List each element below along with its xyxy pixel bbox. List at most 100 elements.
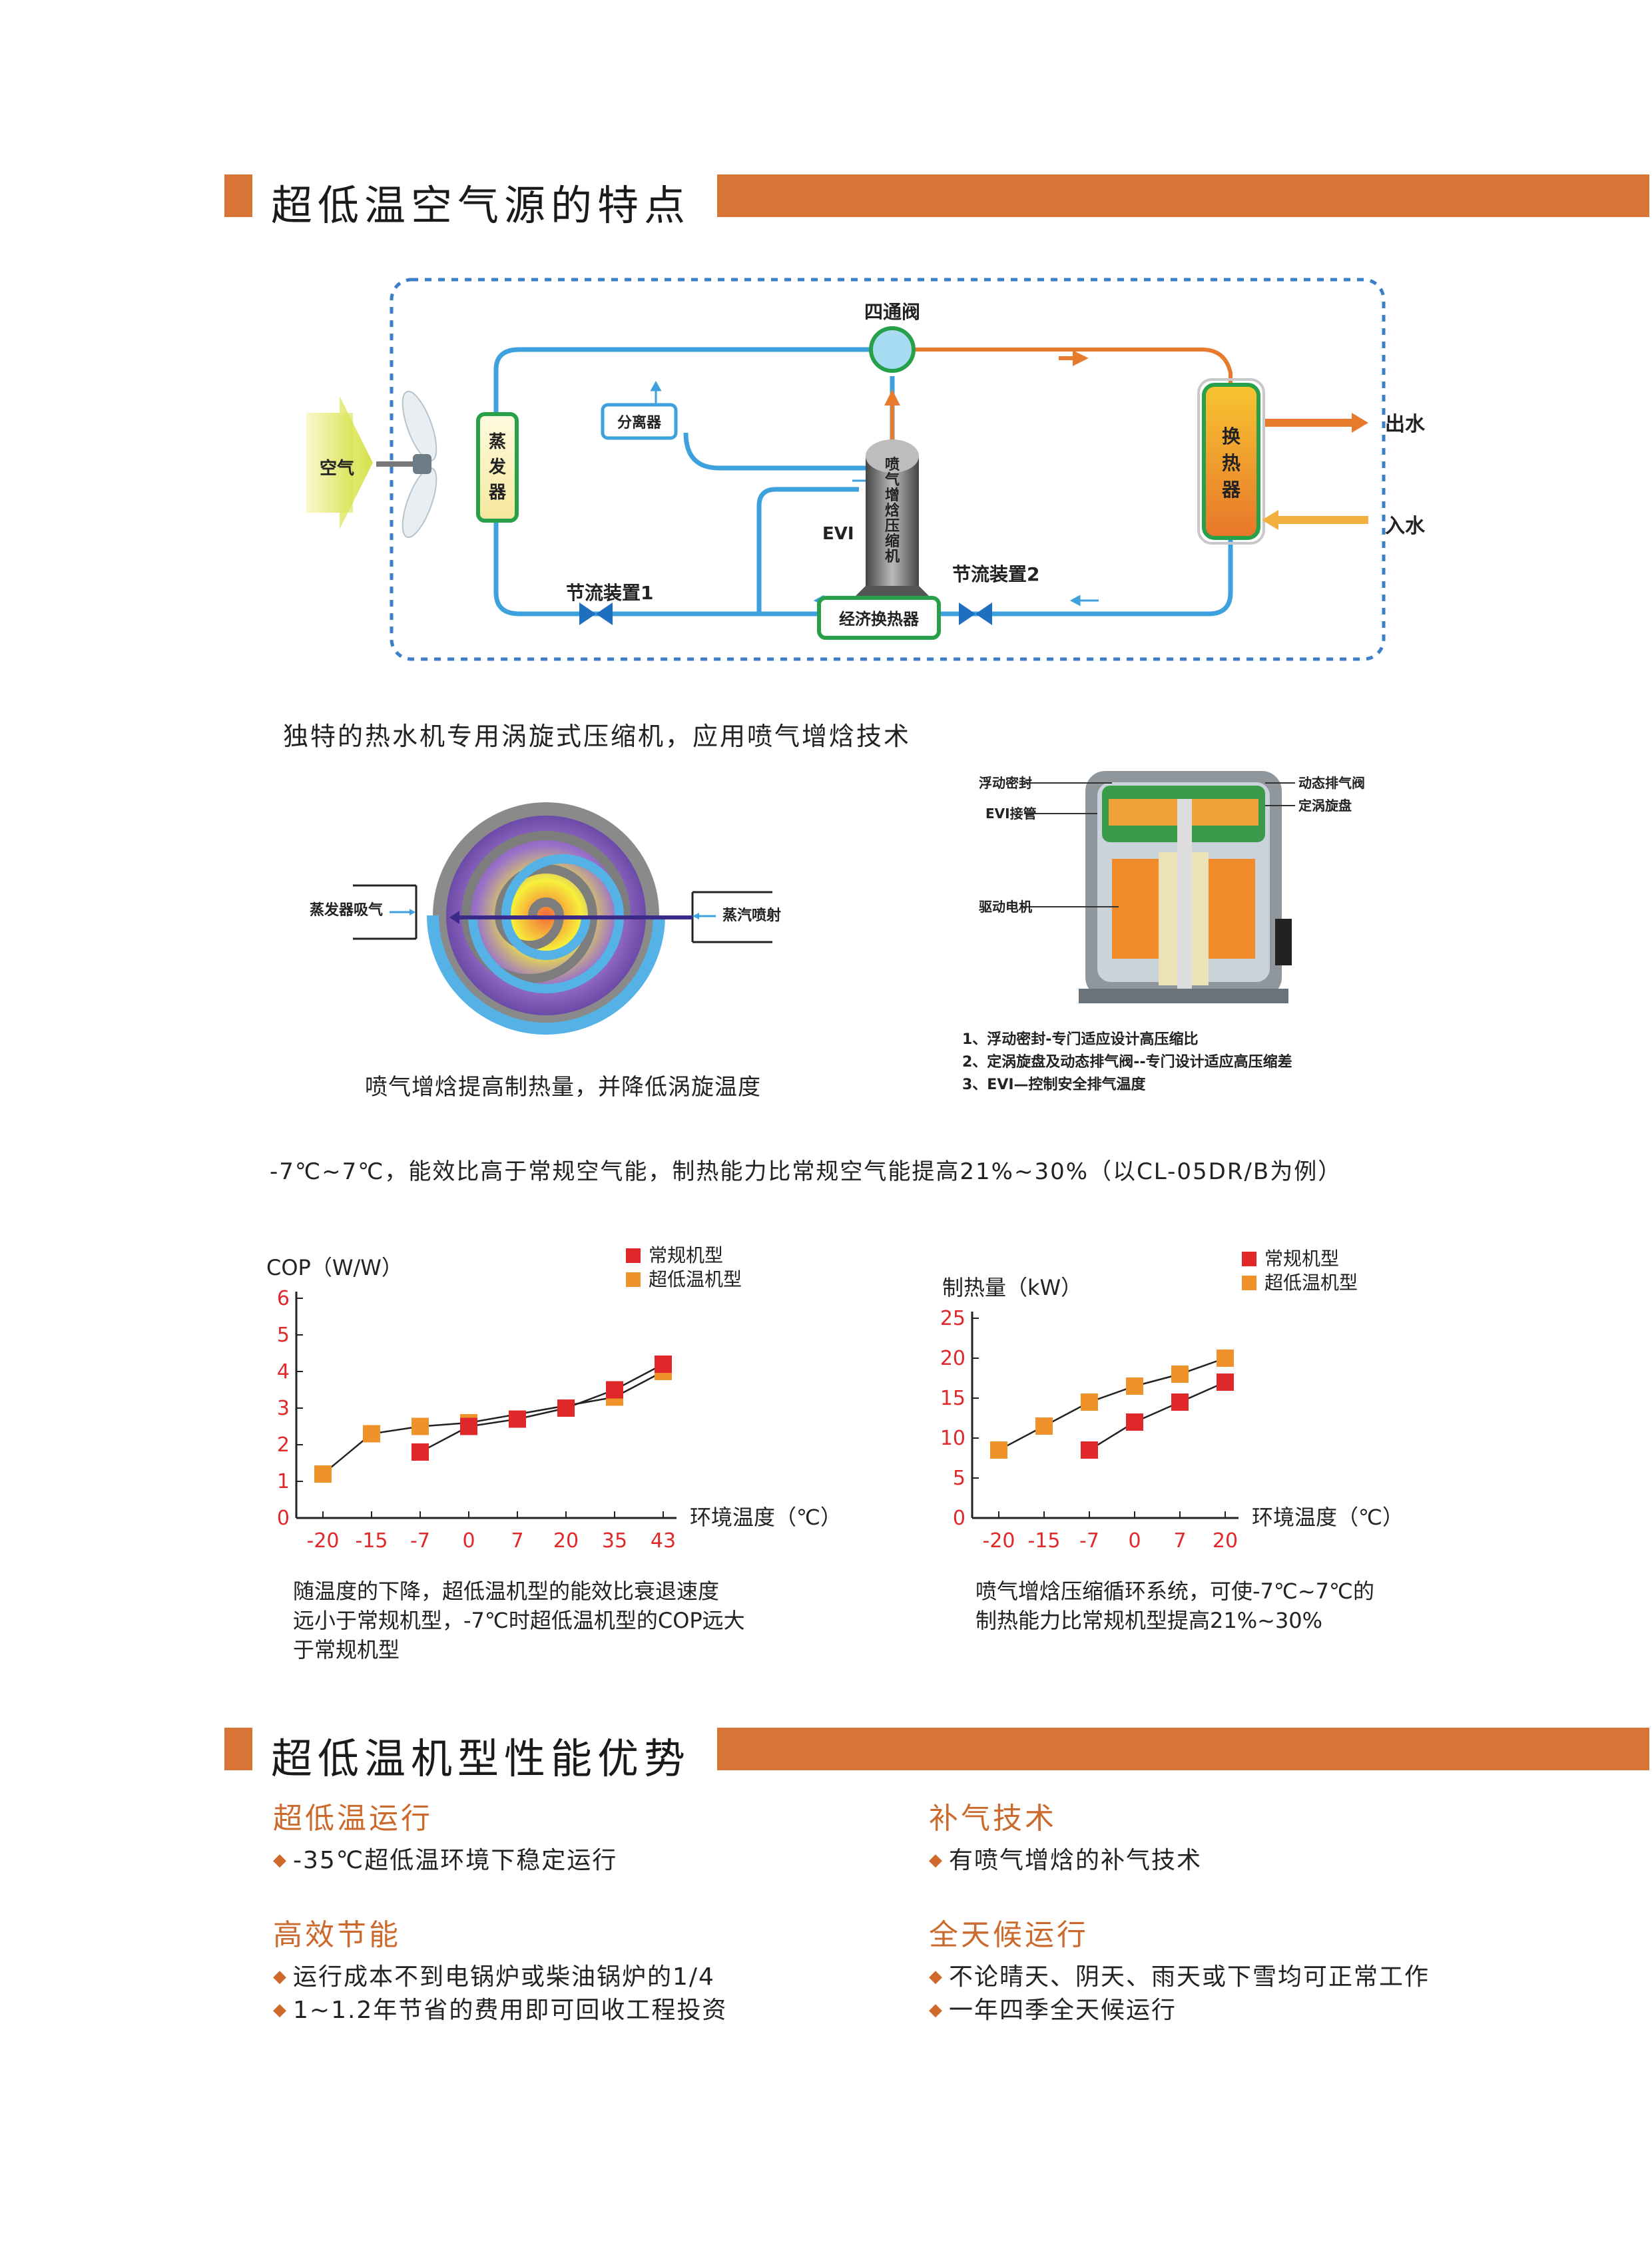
data-point	[1171, 1366, 1189, 1383]
evaporator-char-2: 发	[488, 457, 506, 477]
feature-title: 全天候运行	[929, 1918, 1089, 1952]
feature-item: ◆-35℃超低温环境下稳定运行	[273, 1841, 617, 1875]
evi-label: EVI	[822, 524, 854, 544]
feature-title: 补气技术	[929, 1802, 1057, 1836]
y-tick-label: 6	[277, 1287, 290, 1310]
compressor-heading: 独特的热水机专用涡旋式压缩机，应用喷气增焓技术	[283, 722, 912, 751]
heat-exchanger-char-3: 器	[1221, 479, 1241, 501]
x-tick-label: -15	[356, 1529, 388, 1553]
y-tick-label: 15	[940, 1387, 965, 1410]
water-out-arrow-icon	[1265, 413, 1368, 433]
section-header-2: 超低温机型性能优势	[224, 1728, 1649, 1783]
x-tick-label: 0	[462, 1529, 475, 1553]
feature-item: ◆运行成本不到电锅炉或柴油锅炉的1/4	[273, 1957, 715, 1992]
description-line: 制热能力比常规机型提高21%~30%	[975, 1608, 1323, 1633]
evaporator	[476, 412, 519, 523]
evi-pipe-label: EVI接管	[985, 806, 1037, 822]
data-point	[412, 1417, 429, 1435]
feature-item: ◆一年四季全天候运行	[929, 1991, 1177, 2025]
x-axis-label: 环境温度（℃）	[690, 1505, 842, 1530]
fixed-scroll-label: 定涡旋盘	[1298, 798, 1352, 814]
diamond-bullet-icon: ◆	[273, 1967, 288, 1987]
compressor-cutaway: 浮动密封 EVI接管 驱动电机 动态排气阀 定涡旋盘	[979, 771, 1365, 1003]
compressor-notes: 1、浮动密封-专门适应设计高压缩比 2、定涡旋盘及动态排气阀--专门设计适应高压…	[962, 1029, 1292, 1097]
section-header-1: 超低温空气源的特点	[224, 174, 1649, 230]
data-point	[1126, 1377, 1143, 1395]
y-tick-label: 5	[277, 1324, 290, 1347]
economizer	[817, 596, 941, 640]
feature-item-text: -35℃超低温环境下稳定运行	[293, 1847, 618, 1874]
section-bar	[717, 174, 1649, 217]
charts-heading: -7℃~7℃，能效比高于常规空气能，制热能力比常规空气能提高21%~30%（以C…	[270, 1158, 1342, 1185]
feature-item-text: 1~1.2年节省的费用即可回收工程投资	[293, 1997, 728, 2024]
x-tick-label: -15	[1028, 1529, 1061, 1553]
feature-item-text: 有喷气增焓的补气技术	[949, 1847, 1203, 1874]
legend-label: 超低温机型	[1264, 1272, 1358, 1294]
feature-item-text: 一年四季全天候运行	[949, 1997, 1177, 2024]
legend-swatch	[626, 1272, 641, 1287]
data-point	[557, 1399, 575, 1417]
diamond-bullet-icon: ◆	[929, 1967, 944, 1987]
y-tick-label: 1	[277, 1470, 290, 1493]
series-line	[1089, 1381, 1226, 1451]
x-tick-label: -7	[1079, 1529, 1099, 1553]
data-point	[1217, 1350, 1234, 1367]
y-tick-label: 4	[277, 1360, 290, 1383]
data-point	[1081, 1441, 1098, 1459]
system-border	[390, 278, 1386, 661]
feature-title: 超低温运行	[273, 1802, 433, 1836]
data-point	[1081, 1393, 1098, 1411]
y-axis-label: COP（W/W）	[266, 1255, 403, 1280]
data-point	[1126, 1413, 1143, 1431]
legend-label: 常规机型	[649, 1244, 723, 1266]
description-line: 远小于常规机型，-7℃时超低温机型的COP远大	[293, 1608, 745, 1633]
svg-text:压: 压	[885, 518, 900, 535]
throttle-2-label: 节流装置2	[952, 563, 1039, 585]
x-tick-label: 43	[651, 1529, 676, 1553]
data-point	[363, 1425, 380, 1443]
data-point	[990, 1441, 1007, 1459]
y-tick-label: 0	[277, 1507, 290, 1530]
four-way-valve	[869, 326, 916, 373]
water-in-arrow-icon	[1262, 510, 1368, 530]
x-tick-label: 0	[1128, 1529, 1141, 1553]
air-label: 空气	[320, 458, 354, 479]
svg-text:缩: 缩	[885, 533, 900, 550]
legend-label: 常规机型	[1264, 1248, 1339, 1270]
y-axis-label: 制热量（kW）	[942, 1275, 1082, 1300]
svg-text:气: 气	[884, 471, 900, 489]
section-title: 超低温机型性能优势	[271, 1734, 691, 1783]
data-point	[509, 1410, 526, 1428]
legend-label: 超低温机型	[649, 1268, 742, 1290]
throttle-valve-1-icon	[579, 603, 613, 625]
svg-text:增: 增	[885, 487, 900, 504]
x-tick-label: 7	[511, 1529, 523, 1553]
feature-item: ◆不论晴天、阴天、雨天或下雪均可正常工作	[929, 1957, 1430, 1992]
description-line: 喷气增焓压缩循环系统，可使-7℃~7℃的	[975, 1579, 1374, 1604]
heat-exchanger-char-2: 热	[1222, 452, 1240, 474]
compressor	[852, 439, 932, 599]
cop-chart-description: 随温度的下降，超低温机型的能效比衰退速度 远小于常规机型，-7℃时超低温机型的C…	[293, 1577, 745, 1664]
series-line	[419, 1363, 664, 1453]
data-point	[1171, 1393, 1189, 1411]
y-tick-label: 0	[953, 1507, 965, 1530]
x-tick-label: 7	[1173, 1529, 1186, 1553]
scroll-illustration: 蒸发器吸气 蒸汽喷射	[310, 802, 781, 1035]
note-item: 3、EVI—控制安全排气温度	[962, 1077, 1146, 1093]
scroll-left-label: 蒸发器吸气	[310, 901, 383, 919]
x-tick-label: -20	[307, 1529, 340, 1553]
legend-swatch	[1242, 1276, 1256, 1290]
heat-exchanger-char-1: 换	[1222, 425, 1241, 447]
svg-text:焓: 焓	[885, 502, 900, 519]
data-point	[1217, 1373, 1234, 1391]
feature-title: 高效节能	[273, 1918, 401, 1952]
feature-item: ◆有喷气增焓的补气技术	[929, 1841, 1202, 1875]
x-axis-label: 环境温度（℃）	[1252, 1505, 1404, 1530]
x-tick-label: 20	[553, 1529, 579, 1553]
throttle-valve-2-icon	[959, 603, 992, 625]
heat-exchanger	[1202, 383, 1260, 540]
y-tick-label: 20	[940, 1347, 965, 1370]
